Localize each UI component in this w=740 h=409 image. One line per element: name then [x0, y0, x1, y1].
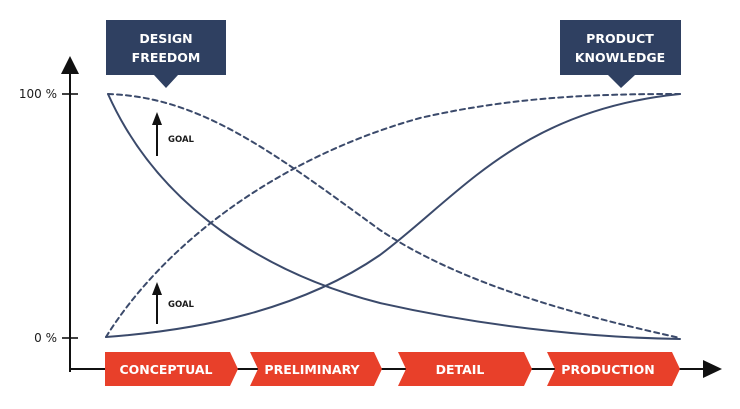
phase-preliminary-shape — [250, 352, 382, 386]
design-freedom-callout-line1: DESIGN — [139, 31, 192, 46]
phase-conceptual-shape — [105, 352, 238, 386]
phase-preliminary-label: PRELIMINARY — [264, 362, 360, 377]
product-knowledge-callout-box — [560, 20, 681, 88]
goal-upper-arrow-head — [152, 112, 162, 125]
x-axis-arrow — [703, 360, 722, 378]
design-freedom-callout-box — [106, 20, 226, 88]
design-freedom-callout: DESIGN FREEDOM — [106, 20, 226, 88]
product-knowledge-dashed-curve — [105, 93, 681, 338]
phase-conceptual: CONCEPTUAL — [105, 352, 238, 386]
y-axis-arrow — [61, 56, 79, 74]
product-knowledge-callout: PRODUCT KNOWLEDGE — [560, 20, 681, 88]
goal-lower-label: GOAL — [168, 300, 195, 310]
goal-lower: GOAL — [152, 282, 195, 324]
tick-label-0: 0 % — [34, 331, 57, 345]
phase-production-shape — [547, 352, 680, 386]
product-knowledge-solid-curve — [105, 93, 681, 338]
phase-production-label: PRODUCTION — [561, 362, 654, 377]
product-knowledge-callout-line2: KNOWLEDGE — [575, 50, 665, 65]
goal-lower-arrow-head — [152, 282, 162, 295]
design-freedom-dashed-curve — [107, 93, 681, 339]
phase-detail-label: DETAIL — [436, 362, 485, 377]
phase-detail-shape — [398, 352, 532, 386]
goal-upper: GOAL — [152, 112, 195, 156]
curves — [105, 93, 681, 340]
phase-conceptual-label: CONCEPTUAL — [119, 362, 212, 377]
phase-preliminary: PRELIMINARY — [250, 352, 382, 386]
phase-production: PRODUCTION — [547, 352, 680, 386]
goal-upper-label: GOAL — [168, 135, 195, 145]
product-knowledge-callout-line1: PRODUCT — [586, 31, 654, 46]
design-freedom-solid-curve — [107, 93, 681, 340]
phase-detail: DETAIL — [398, 352, 532, 386]
phases: CONCEPTUAL PRELIMINARY DETAIL PRODUCTION — [105, 352, 680, 386]
tick-label-100: 100 % — [19, 87, 57, 101]
design-freedom-callout-line2: FREEDOM — [132, 50, 201, 65]
